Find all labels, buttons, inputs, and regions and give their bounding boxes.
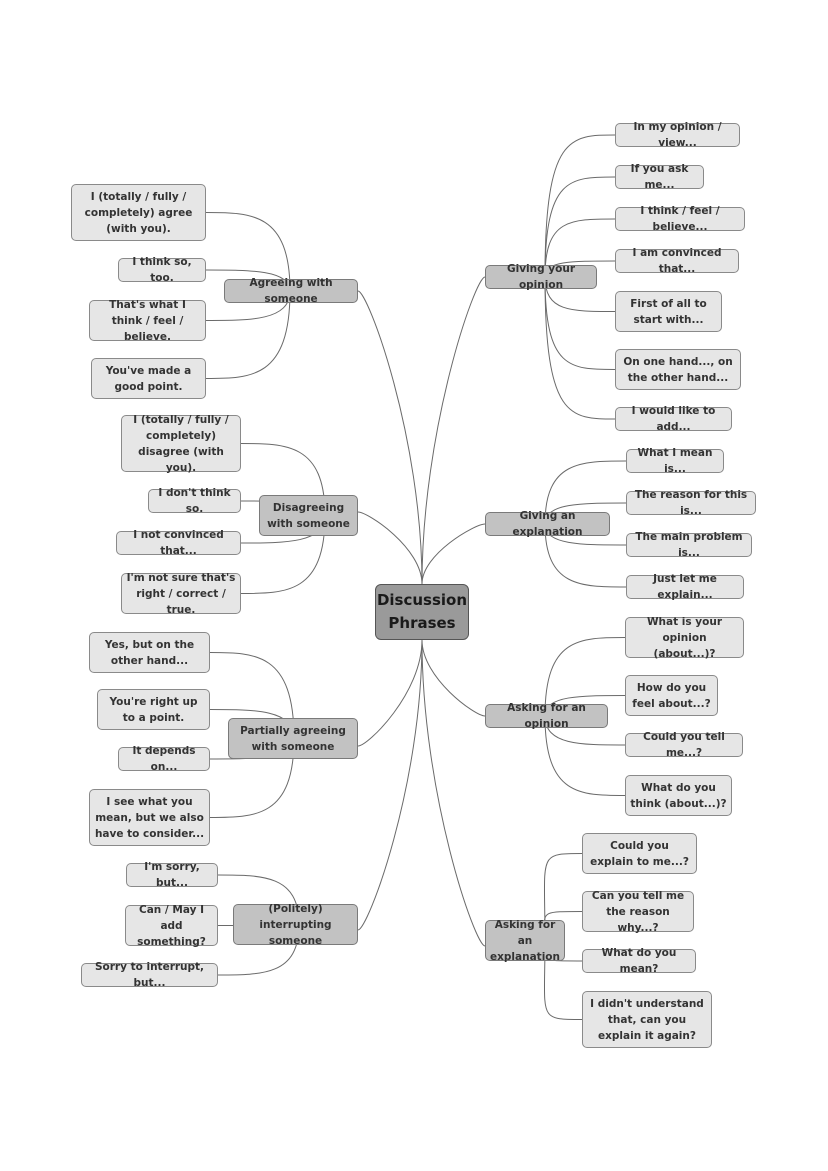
leaf-disagree-1[interactable]: I (totally / fully / completely) disagre… [121, 414, 241, 474]
branch-partially-agreeing[interactable]: Partially agreeing with someone [228, 718, 358, 759]
link-leaf-agree-1 [205, 212, 291, 292]
branch-asking-explanation[interactable]: Asking for an explanation [485, 919, 565, 963]
leaf-interrupt-3[interactable]: Sorry to interrupt, but... [81, 961, 218, 989]
link-leaf-explanation-1 [544, 460, 627, 525]
leaf-ask-explanation-3[interactable]: What do you mean? [582, 947, 696, 975]
leaf-ask-opinion-4[interactable]: What do you think (about...)? [625, 775, 732, 816]
leaf-opinion-4[interactable]: I am convinced that... [615, 247, 739, 275]
link-leaf-opinion-7 [544, 276, 616, 420]
leaf-partial-2[interactable]: You're right up to a point. [97, 689, 210, 730]
leaf-disagree-4[interactable]: I'm not sure that's right / correct / tr… [121, 572, 241, 616]
link-leaf-opinion-1 [544, 134, 616, 278]
link-center-left-1 [357, 511, 423, 585]
branch-giving-explanation[interactable]: Giving an explanation [485, 510, 610, 538]
leaf-agree-1[interactable]: I (totally / fully / completely) agree (… [71, 184, 206, 241]
link-center-right-3 [421, 639, 486, 947]
link-center-left-0 [357, 290, 423, 585]
leaf-partial-4[interactable]: I see what you mean, but we also have to… [89, 789, 210, 846]
link-center-right-2 [421, 639, 486, 717]
leaf-ask-opinion-2[interactable]: How do you feel about...? [625, 675, 718, 716]
leaf-explanation-1[interactable]: What I mean is... [626, 447, 724, 475]
link-leaf-ask-opinion-4 [544, 715, 626, 796]
link-leaf-partial-4 [209, 738, 295, 818]
leaf-ask-explanation-1[interactable]: Could you explain to me...? [582, 833, 697, 874]
link-center-right-1 [421, 523, 486, 585]
link-leaf-disagree-1 [240, 443, 326, 516]
leaf-partial-1[interactable]: Yes, but on the other hand... [89, 632, 210, 673]
branch-giving-opinion[interactable]: Giving your opinion [485, 263, 597, 291]
leaf-opinion-3[interactable]: I think / feel / believe... [615, 205, 745, 233]
leaf-opinion-2[interactable]: If you ask me... [615, 163, 704, 191]
leaf-disagree-2[interactable]: I don't think so. [148, 487, 241, 515]
link-leaf-ask-opinion-1 [544, 637, 626, 717]
branch-asking-opinion[interactable]: Asking for an opinion [485, 702, 608, 730]
leaf-interrupt-1[interactable]: I'm sorry, but... [126, 861, 218, 889]
link-center-left-3 [357, 639, 423, 931]
link-leaf-opinion-6 [544, 276, 616, 370]
leaf-agree-3[interactable]: That's what I think / feel / believe. [89, 299, 206, 343]
leaf-opinion-1[interactable]: In my opinion / view... [615, 121, 740, 149]
leaf-agree-2[interactable]: I think so, too. [118, 256, 206, 284]
leaf-disagree-3[interactable]: I not convinced that... [116, 529, 241, 557]
leaf-ask-opinion-3[interactable]: Could you tell me...? [625, 731, 743, 759]
link-center-left-2 [357, 639, 423, 747]
link-leaf-opinion-2 [544, 176, 616, 278]
link-leaf-ask-explanation-1 [543, 853, 583, 941]
link-leaf-disagree-4 [240, 515, 326, 594]
leaf-opinion-5[interactable]: First of all to start with... [615, 291, 722, 332]
leaf-opinion-6[interactable]: On one hand..., on the other hand... [615, 349, 741, 390]
link-leaf-explanation-4 [544, 523, 627, 588]
branch-disagreeing[interactable]: Disagreeing with someone [259, 495, 358, 536]
central-topic[interactable]: Discussion Phrases [375, 584, 469, 640]
leaf-explanation-3[interactable]: The main problem is... [626, 531, 752, 559]
leaf-ask-explanation-4[interactable]: I didn't understand that, can you explai… [582, 991, 712, 1048]
leaf-partial-3[interactable]: It depends on... [118, 745, 210, 773]
leaf-explanation-4[interactable]: Just let me explain... [626, 573, 744, 601]
leaf-explanation-2[interactable]: The reason for this is... [626, 489, 756, 517]
leaf-interrupt-2[interactable]: Can / May I add something? [125, 904, 218, 948]
leaf-opinion-7[interactable]: I would like to add... [615, 405, 732, 433]
branch-agreeing[interactable]: Agreeing with someone [224, 277, 358, 305]
link-leaf-agree-4 [205, 290, 291, 379]
link-leaf-partial-1 [209, 652, 295, 739]
branch-interrupting[interactable]: (Politely) interrupting someone [233, 903, 358, 947]
link-leaf-opinion-3 [544, 218, 616, 278]
link-center-right-0 [421, 276, 486, 585]
link-leaf-ask-explanation-4 [543, 940, 583, 1020]
leaf-ask-explanation-2[interactable]: Can you tell me the reason why...? [582, 890, 694, 934]
leaf-ask-opinion-1[interactable]: What is your opinion (about...)? [625, 616, 744, 660]
leaf-agree-4[interactable]: You've made a good point. [91, 358, 206, 399]
